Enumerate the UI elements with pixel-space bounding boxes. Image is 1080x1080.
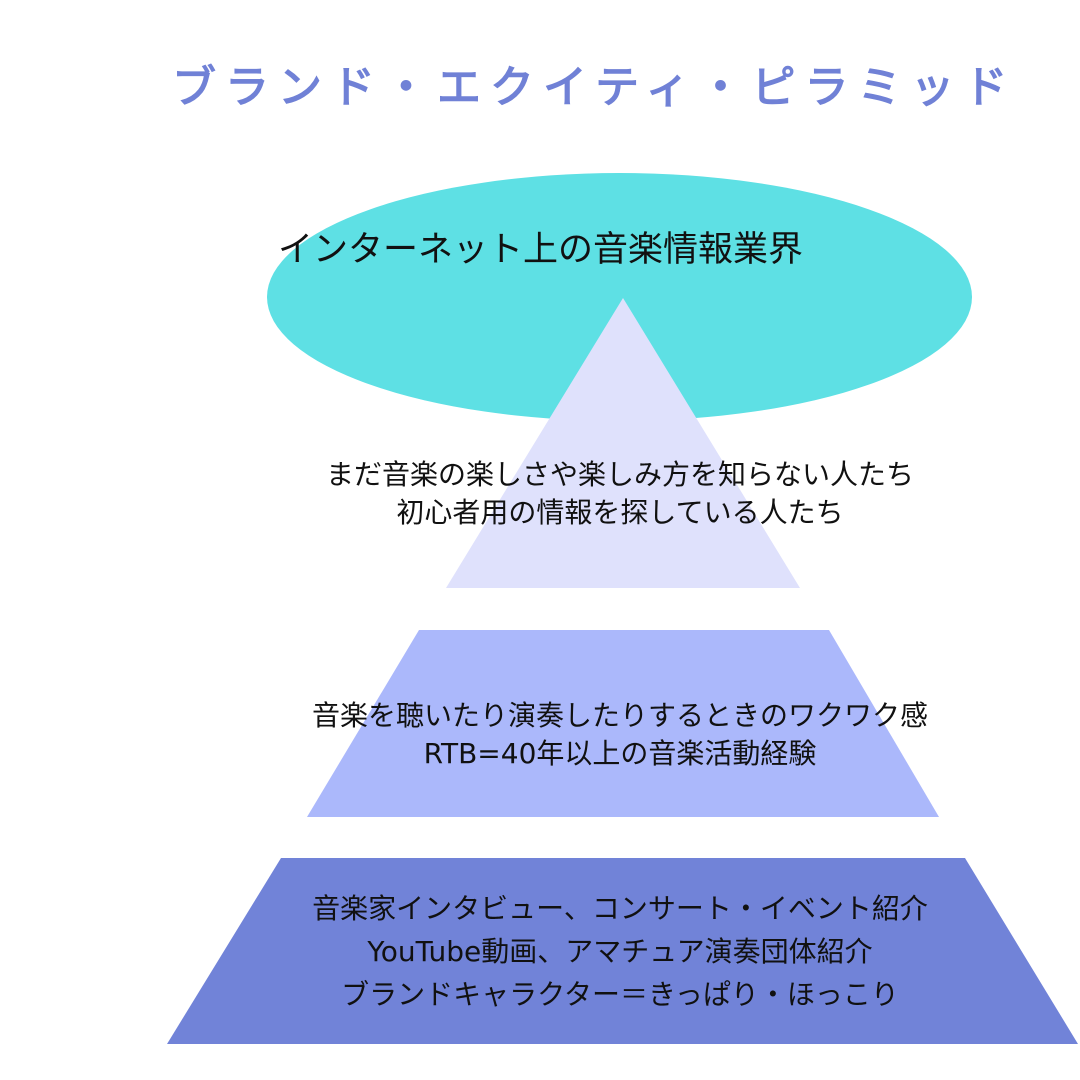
tier-bottom-line-1: 音楽家インタビュー、コンサート・イベント紹介	[312, 892, 928, 925]
diagram-title: ブランド・エクイティ・ピラミッド	[172, 62, 1017, 113]
pyramid-tier-bottom	[167, 858, 1078, 1044]
market-ellipse	[267, 173, 972, 421]
tier-middle-line-2: RTB=40年以上の音楽活動経験	[423, 737, 817, 770]
pyramid-tier-middle	[307, 630, 939, 817]
tier-top-line-2: 初心者用の情報を探している人たち	[396, 496, 844, 529]
tier-bottom-text: 音楽家インタビュー、コンサート・イベント紹介 YouTube動画、アマチュア演奏…	[240, 887, 1000, 1016]
tier-middle-text: 音楽を聴いたり演奏したりするときのワクワク感 RTB=40年以上の音楽活動経験	[240, 697, 1000, 773]
pyramid-tier-top	[446, 298, 800, 588]
tier-middle-line-1: 音楽を聴いたり演奏したりするときのワクワク感	[311, 699, 928, 732]
tier-top-line-1: まだ音楽の楽しさや楽しみ方を知らない人たち	[325, 458, 914, 491]
tier-bottom-line-2: YouTube動画、アマチュア演奏団体紹介	[367, 935, 873, 968]
tier-top-text: まだ音楽の楽しさや楽しみ方を知らない人たち 初心者用の情報を探している人たち	[240, 456, 1000, 532]
tier-bottom-line-3: ブランドキャラクター＝きっぱり・ほっこり	[341, 978, 899, 1011]
ellipse-label: インターネット上の音楽情報業界	[278, 230, 804, 270]
